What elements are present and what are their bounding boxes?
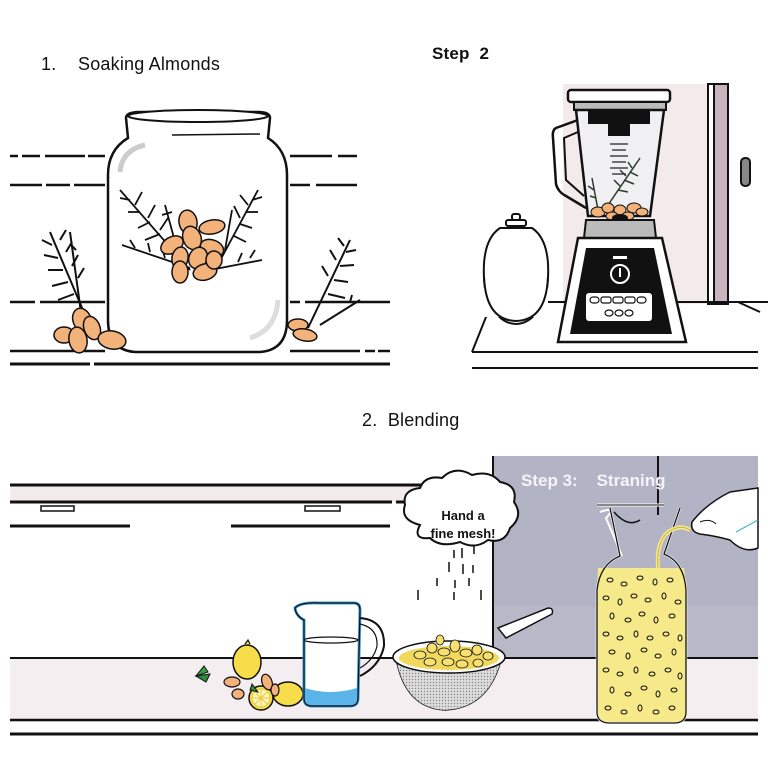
mesh-strainer-icon bbox=[392, 607, 554, 711]
power-dial-icon bbox=[610, 264, 630, 284]
bubble-line-1: Hand a bbox=[441, 508, 485, 523]
step3-title: Step 3: Straning bbox=[521, 471, 666, 490]
bubble-line-2: fine mesh! bbox=[430, 526, 496, 541]
drips-icon bbox=[417, 546, 482, 600]
step2-illustration bbox=[460, 80, 768, 380]
shelf-lines-icon bbox=[10, 483, 493, 528]
shelf-bracket-icon bbox=[40, 505, 75, 512]
rosemary-right-icon bbox=[307, 237, 361, 329]
ceramic-jar-icon bbox=[482, 213, 550, 325]
step1-number: 1. bbox=[41, 54, 57, 74]
almonds-icon bbox=[160, 209, 226, 284]
lemons-icon bbox=[194, 638, 304, 711]
shelf-bracket-icon bbox=[304, 505, 341, 512]
blender-icon bbox=[551, 88, 688, 344]
loose-almonds-icon bbox=[53, 307, 318, 354]
control-buttons-icon bbox=[589, 296, 647, 317]
step2-title: Step 2 bbox=[432, 44, 490, 63]
bubble-text: Hand a fine mesh! bbox=[418, 507, 508, 543]
almond-pulp-icon bbox=[602, 575, 683, 715]
rosemary-left-icon bbox=[41, 229, 89, 323]
blending-illustration bbox=[0, 450, 768, 768]
door-handle-icon bbox=[740, 157, 751, 187]
almonds-icon bbox=[223, 673, 280, 700]
measuring-jug-icon bbox=[293, 601, 386, 708]
step1-illustration bbox=[0, 0, 400, 380]
thought-bubble-icon bbox=[403, 469, 520, 547]
shelf-lines-icon bbox=[10, 154, 390, 366]
milk-pitcher-icon bbox=[595, 503, 692, 725]
step1-title: Soaking Almonds bbox=[78, 54, 221, 74]
hand-icon bbox=[690, 487, 759, 551]
blending-title: 2. Blending bbox=[362, 410, 460, 430]
door-icon bbox=[713, 83, 729, 305]
